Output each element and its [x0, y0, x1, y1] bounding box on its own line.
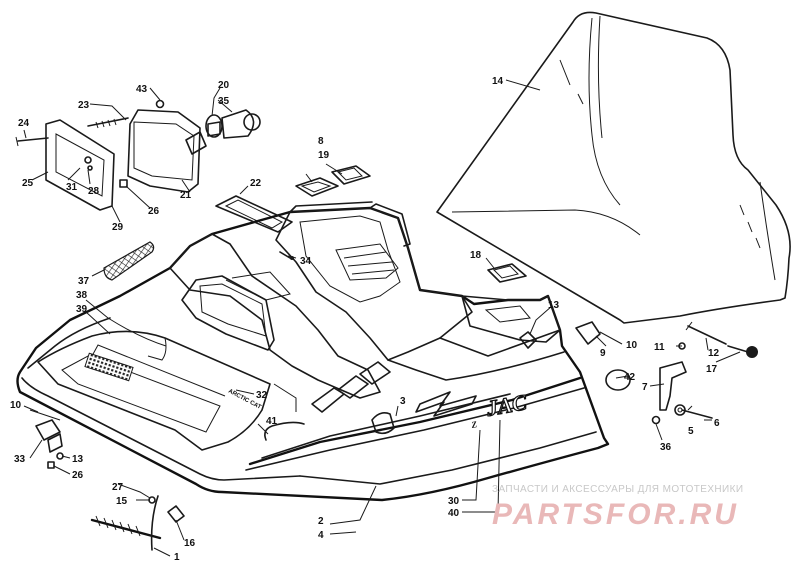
- callout-38: 38: [76, 290, 88, 301]
- callout-28: 28: [88, 186, 100, 197]
- callout-37: 37: [78, 276, 90, 287]
- windshield: [436, 11, 791, 324]
- callout-31: 31: [66, 182, 78, 193]
- callout-40: 40: [448, 508, 460, 519]
- callout-25: 25: [22, 178, 34, 189]
- callout-19: 19: [318, 150, 330, 161]
- callout-9: 9: [600, 348, 606, 359]
- callout-2: 2: [318, 516, 324, 527]
- callout-39: 39: [76, 304, 88, 315]
- callout-30: 30: [448, 496, 460, 507]
- model-decal-sub: Z: [470, 419, 479, 430]
- callout-21: 21: [180, 190, 192, 201]
- callout-36: 36: [660, 442, 672, 453]
- fasteners: [15, 99, 758, 551]
- callout-26-bottom: 26: [72, 470, 84, 481]
- watermark-logo: PARTSFOR.RU: [492, 498, 739, 531]
- callout-13-right: 13: [548, 300, 560, 311]
- callout-16: 16: [184, 538, 196, 549]
- watermark: ЗАПЧАСТИ И АКСЕССУАРЫ ДЛЯ МОТОТЕХНИКИ PA…: [492, 484, 743, 531]
- callout-26-top: 26: [148, 206, 160, 217]
- callout-10-left: 10: [10, 400, 22, 411]
- callout-3: 3: [400, 396, 406, 407]
- intake-screen: [103, 241, 155, 281]
- callout-27: 27: [112, 482, 124, 493]
- callout-14: 14: [492, 76, 504, 87]
- callout-5: 5: [688, 426, 694, 437]
- callout-24: 24: [18, 118, 30, 129]
- callout-43: 43: [136, 84, 148, 95]
- hood-assembly: JAC Z ARCTIC CAT: [16, 201, 610, 502]
- callout-35: 35: [218, 96, 230, 107]
- headlight-bezel: [45, 119, 115, 211]
- callout-7: 7: [642, 382, 648, 393]
- callout-13-left: 13: [72, 454, 84, 465]
- callout-4: 4: [318, 530, 324, 541]
- callout-18: 18: [470, 250, 482, 261]
- callout-41: 41: [266, 416, 278, 427]
- headlight-assembly: [127, 109, 207, 193]
- callout-23: 23: [78, 100, 90, 111]
- callout-6: 6: [714, 418, 720, 429]
- callout-20: 20: [218, 80, 230, 91]
- callout-12: 12: [708, 348, 720, 359]
- callout-17: 17: [706, 364, 718, 375]
- callout-33: 33: [14, 454, 26, 465]
- callout-labels: 1 2 3 4 5 6 7 8 9 10 10 11 12 13 13 14 1…: [10, 76, 720, 563]
- leader-lines: [23, 79, 741, 557]
- callout-22: 22: [250, 178, 262, 189]
- model-decal-text: JAC: [484, 389, 529, 421]
- callout-29: 29: [112, 222, 124, 233]
- callout-32: 32: [256, 390, 268, 401]
- callout-8: 8: [318, 136, 324, 147]
- callout-15: 15: [116, 496, 128, 507]
- callout-10-right: 10: [626, 340, 638, 351]
- callout-34: 34: [300, 256, 312, 267]
- watermark-tagline: ЗАПЧАСТИ И АКСЕССУАРЫ ДЛЯ МОТОТЕХНИКИ: [492, 484, 743, 495]
- callout-1: 1: [174, 552, 180, 563]
- console-grille: [215, 195, 293, 233]
- callout-11: 11: [654, 342, 665, 353]
- headlight-bulb: [205, 109, 261, 139]
- callout-42: 42: [624, 372, 636, 383]
